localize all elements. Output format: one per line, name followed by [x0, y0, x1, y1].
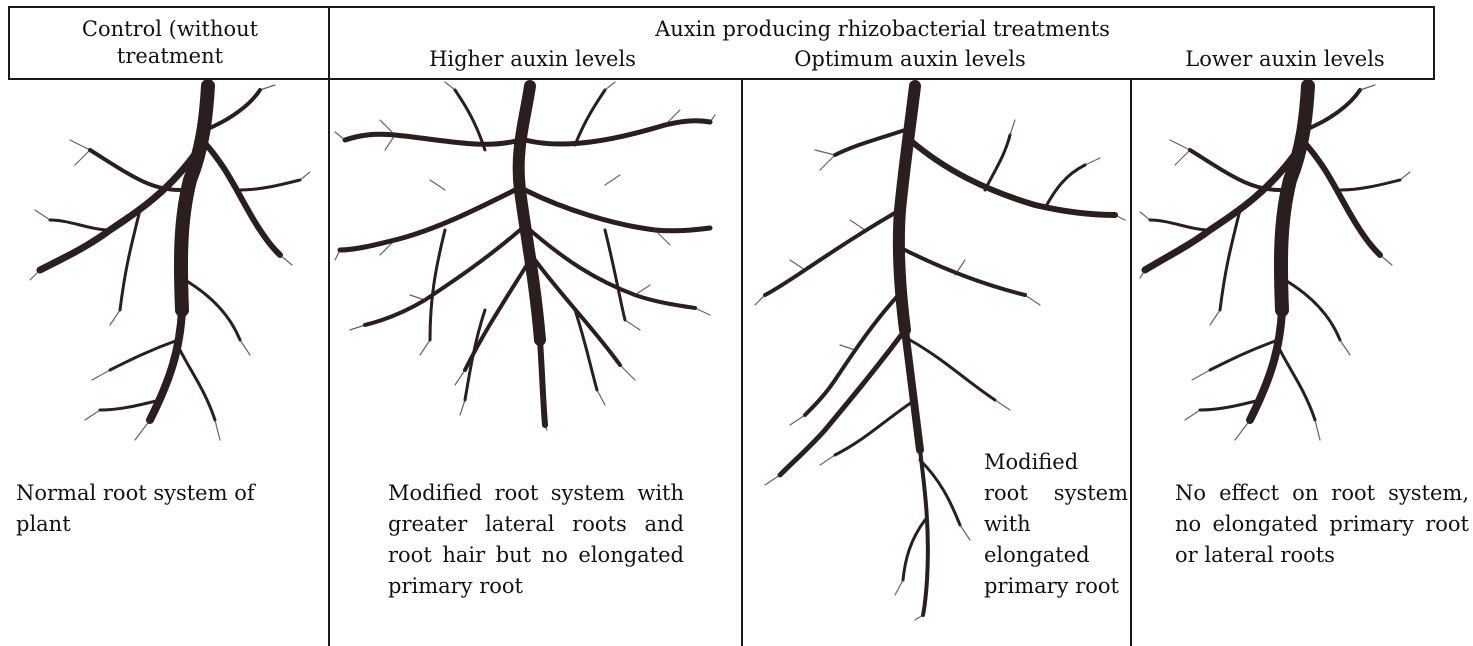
col-header-higher: Higher auxin levels	[360, 46, 705, 73]
description-control: Normal root system of plant	[16, 478, 286, 540]
column-divider-1	[328, 80, 330, 646]
root-system-dense-icon	[335, 80, 715, 430]
control-header: Control (without treatment	[30, 16, 310, 70]
description-higher: Modified root system with greater latera…	[388, 478, 684, 602]
column-divider-3	[1130, 80, 1132, 646]
control-label: Control (without treatment	[82, 17, 258, 68]
description-optimum: Modified root system with elongated prim…	[984, 447, 1128, 602]
root-system-normal-icon	[30, 80, 310, 450]
treatments-title: Auxin producing rhizobacterial treatment…	[330, 16, 1435, 43]
description-lower: No effect on root system, no elongated p…	[1175, 478, 1469, 571]
col-header-lower: Lower auxin levels	[1135, 46, 1435, 73]
col-header-optimum: Optimum auxin levels	[745, 46, 1075, 73]
root-system-normal-lower-icon	[1140, 80, 1420, 450]
column-divider-2	[741, 80, 743, 646]
